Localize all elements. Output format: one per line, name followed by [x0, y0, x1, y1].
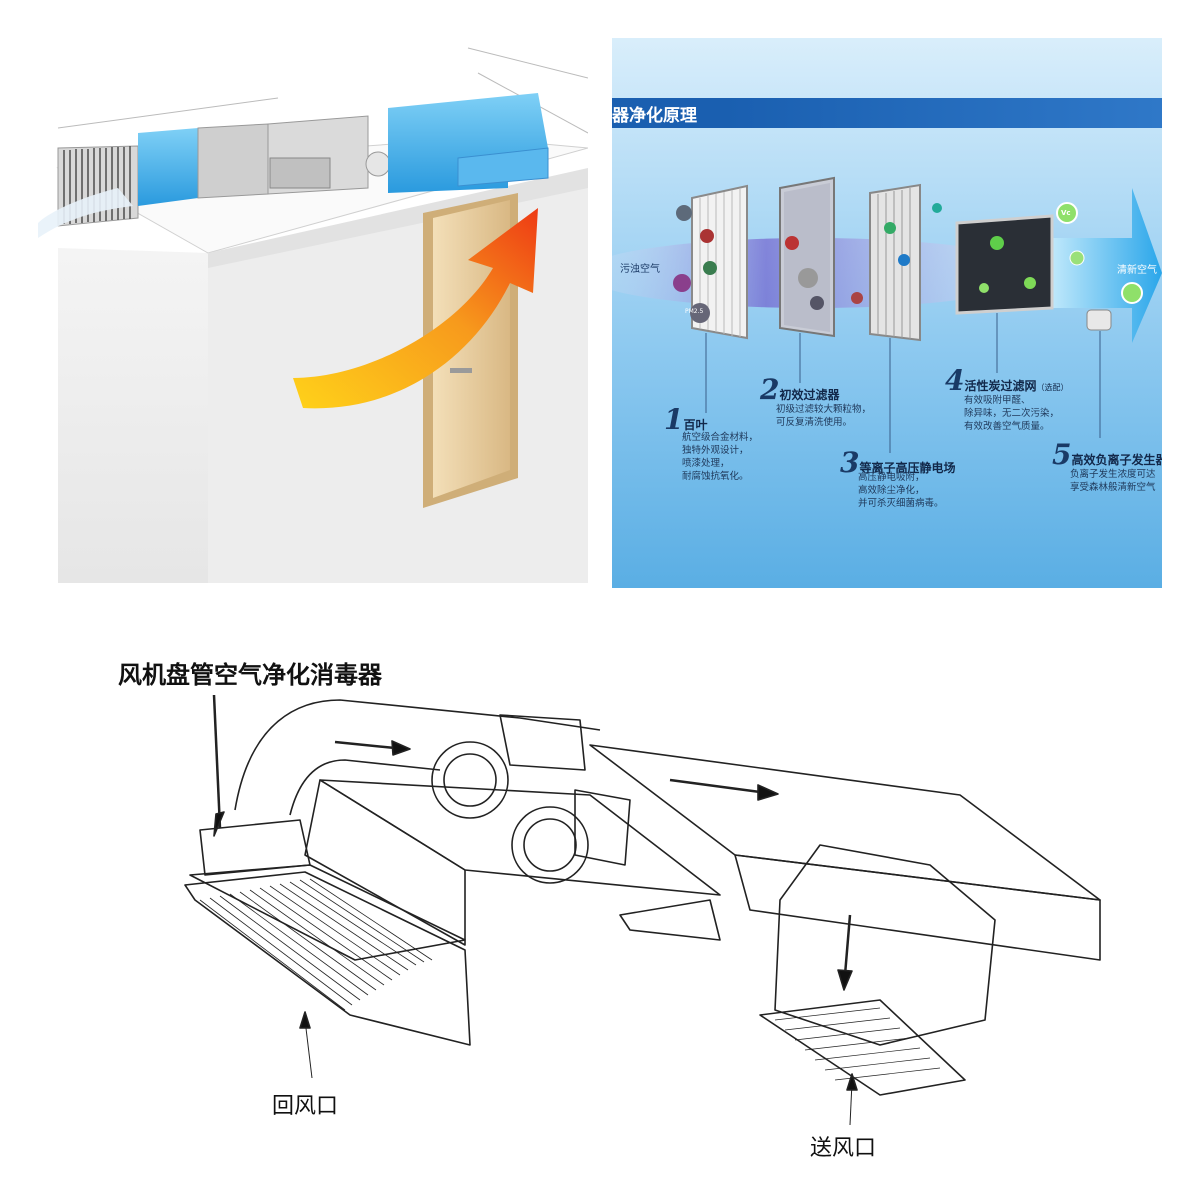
- line-drawing-svg: [184, 694, 1101, 1126]
- supply-grille: [759, 999, 966, 1096]
- stage-2-title: 初效过滤器: [779, 388, 840, 402]
- control-box: [269, 157, 331, 189]
- stage-2-heading: 2初效过滤器: [760, 373, 840, 406]
- supply-duct-top: [589, 744, 1101, 901]
- stage-carbon-filter: [955, 214, 1054, 315]
- return-pointer-head: [299, 1011, 311, 1029]
- principle-title: 器净化原理: [612, 106, 697, 126]
- return-air-arrow: [38, 188, 133, 238]
- flow-arrow-1-head: [391, 740, 411, 756]
- stage-4-heading: 4活性炭过滤网（选配）: [945, 364, 1069, 397]
- flow-arrow-1-line: [334, 740, 396, 750]
- return-duct-bottom: [289, 759, 441, 816]
- stage-4-desc: 有效吸附甲醛、 除异味，无二次污染， 有效改善空气质量。: [964, 395, 1060, 432]
- stage-5-desc: 负离子发生浓度可达 享受森林般清新空气: [1070, 469, 1156, 493]
- door-handle: [450, 368, 472, 373]
- flow-arrow-2-line: [669, 778, 761, 794]
- warm-air-arrow: [293, 208, 538, 409]
- stage-electrostatic: [869, 183, 921, 342]
- device-label: 风机盘管空气净化消毒器: [118, 660, 382, 689]
- device-pointer-line: [212, 694, 222, 829]
- supply-air-label: 送风口: [810, 1136, 877, 1161]
- flow-arrow-2-head: [757, 784, 779, 801]
- purifier-box: [197, 123, 269, 199]
- return-pointer-line: [304, 1019, 313, 1079]
- device-pointer-head: [213, 811, 225, 837]
- fan-2-hub: [523, 818, 577, 872]
- motor-box: [499, 714, 586, 771]
- flow-arrow-3-line: [843, 914, 852, 976]
- stage-2-number: 2: [760, 373, 780, 406]
- supply-outlet: [457, 147, 549, 187]
- clean-air-label: 清新空气: [1117, 265, 1157, 276]
- pollutant-particles: [673, 203, 942, 323]
- wall-left: [58, 248, 208, 583]
- fan-coil-side: [304, 779, 466, 946]
- stage-1-heading: 1百叶: [664, 403, 708, 436]
- ceiling-edge: [208, 168, 588, 268]
- supply-box: [774, 844, 996, 1046]
- fan-coil-line-drawing: 风机盘管空气净化消毒器 回风口 送风口: [0, 600, 1200, 1200]
- callout-lines: [705, 313, 1101, 453]
- fan-1: [431, 741, 509, 819]
- stage-4-title: 活性炭过滤网: [964, 379, 1037, 393]
- stage-5-heading: 5高效负离子发生器: [1052, 438, 1162, 471]
- fan-housing: [574, 789, 631, 866]
- duct-section-1: [138, 128, 198, 206]
- purifier-principle-panel: 器净化原理: [612, 38, 1162, 588]
- return-grille-body: [184, 871, 471, 1046]
- stage-1-number: 1: [664, 403, 684, 436]
- stage-3-title: 等离子高压静电场: [859, 461, 956, 475]
- flow-arrow-3-head: [837, 969, 853, 991]
- dirty-air-label: 污浊空气: [620, 264, 660, 275]
- pipe-fitting: [365, 151, 391, 177]
- stage-primary-filter: [779, 176, 835, 338]
- clean-air-arrow: [1052, 188, 1162, 343]
- stage-3-desc: 高压静电吸附， 高效除尘净化， 并可杀灭细菌病毒。: [858, 472, 944, 509]
- stage-2-desc: 初级过滤较大颗粒物， 可反复清洗使用。: [776, 404, 872, 428]
- filter-stages-svg: [612, 176, 1162, 453]
- fan-base-plate: [619, 899, 721, 941]
- particle-label-pm25: PM2.5: [685, 308, 704, 315]
- return-air-label: 回风口: [272, 1094, 339, 1119]
- return-grille-slats: [199, 878, 433, 1011]
- stage-5-title: 高效负离子发生器: [1071, 453, 1162, 467]
- stage-1-title: 百叶: [683, 418, 708, 432]
- supply-duct-side: [734, 854, 1101, 961]
- stage-4-note: （选配）: [1036, 383, 1069, 392]
- principle-banner: 器净化原理: [612, 98, 1162, 128]
- stage-5-number: 5: [1052, 438, 1072, 471]
- duct-installation-illustration: [38, 38, 589, 583]
- fan-2: [511, 806, 589, 884]
- supply-pointer-head: [846, 1073, 858, 1091]
- stage-1-desc: 航空级合金材料， 独特外观设计， 喷漆处理， 耐腐蚀抗氧化。: [682, 432, 759, 482]
- particle-label-vc: Vc: [1061, 209, 1071, 217]
- stage-4-number: 4: [945, 364, 965, 397]
- stage-3-heading: 3等离子高压静电场: [840, 446, 956, 479]
- fan-1-hub: [443, 753, 497, 807]
- duct-illustration-svg: [38, 47, 589, 583]
- clean-particles: [979, 202, 1143, 304]
- return-duct-top: [234, 699, 601, 811]
- ion-generator: [1086, 309, 1112, 331]
- stage-3-number: 3: [840, 446, 860, 479]
